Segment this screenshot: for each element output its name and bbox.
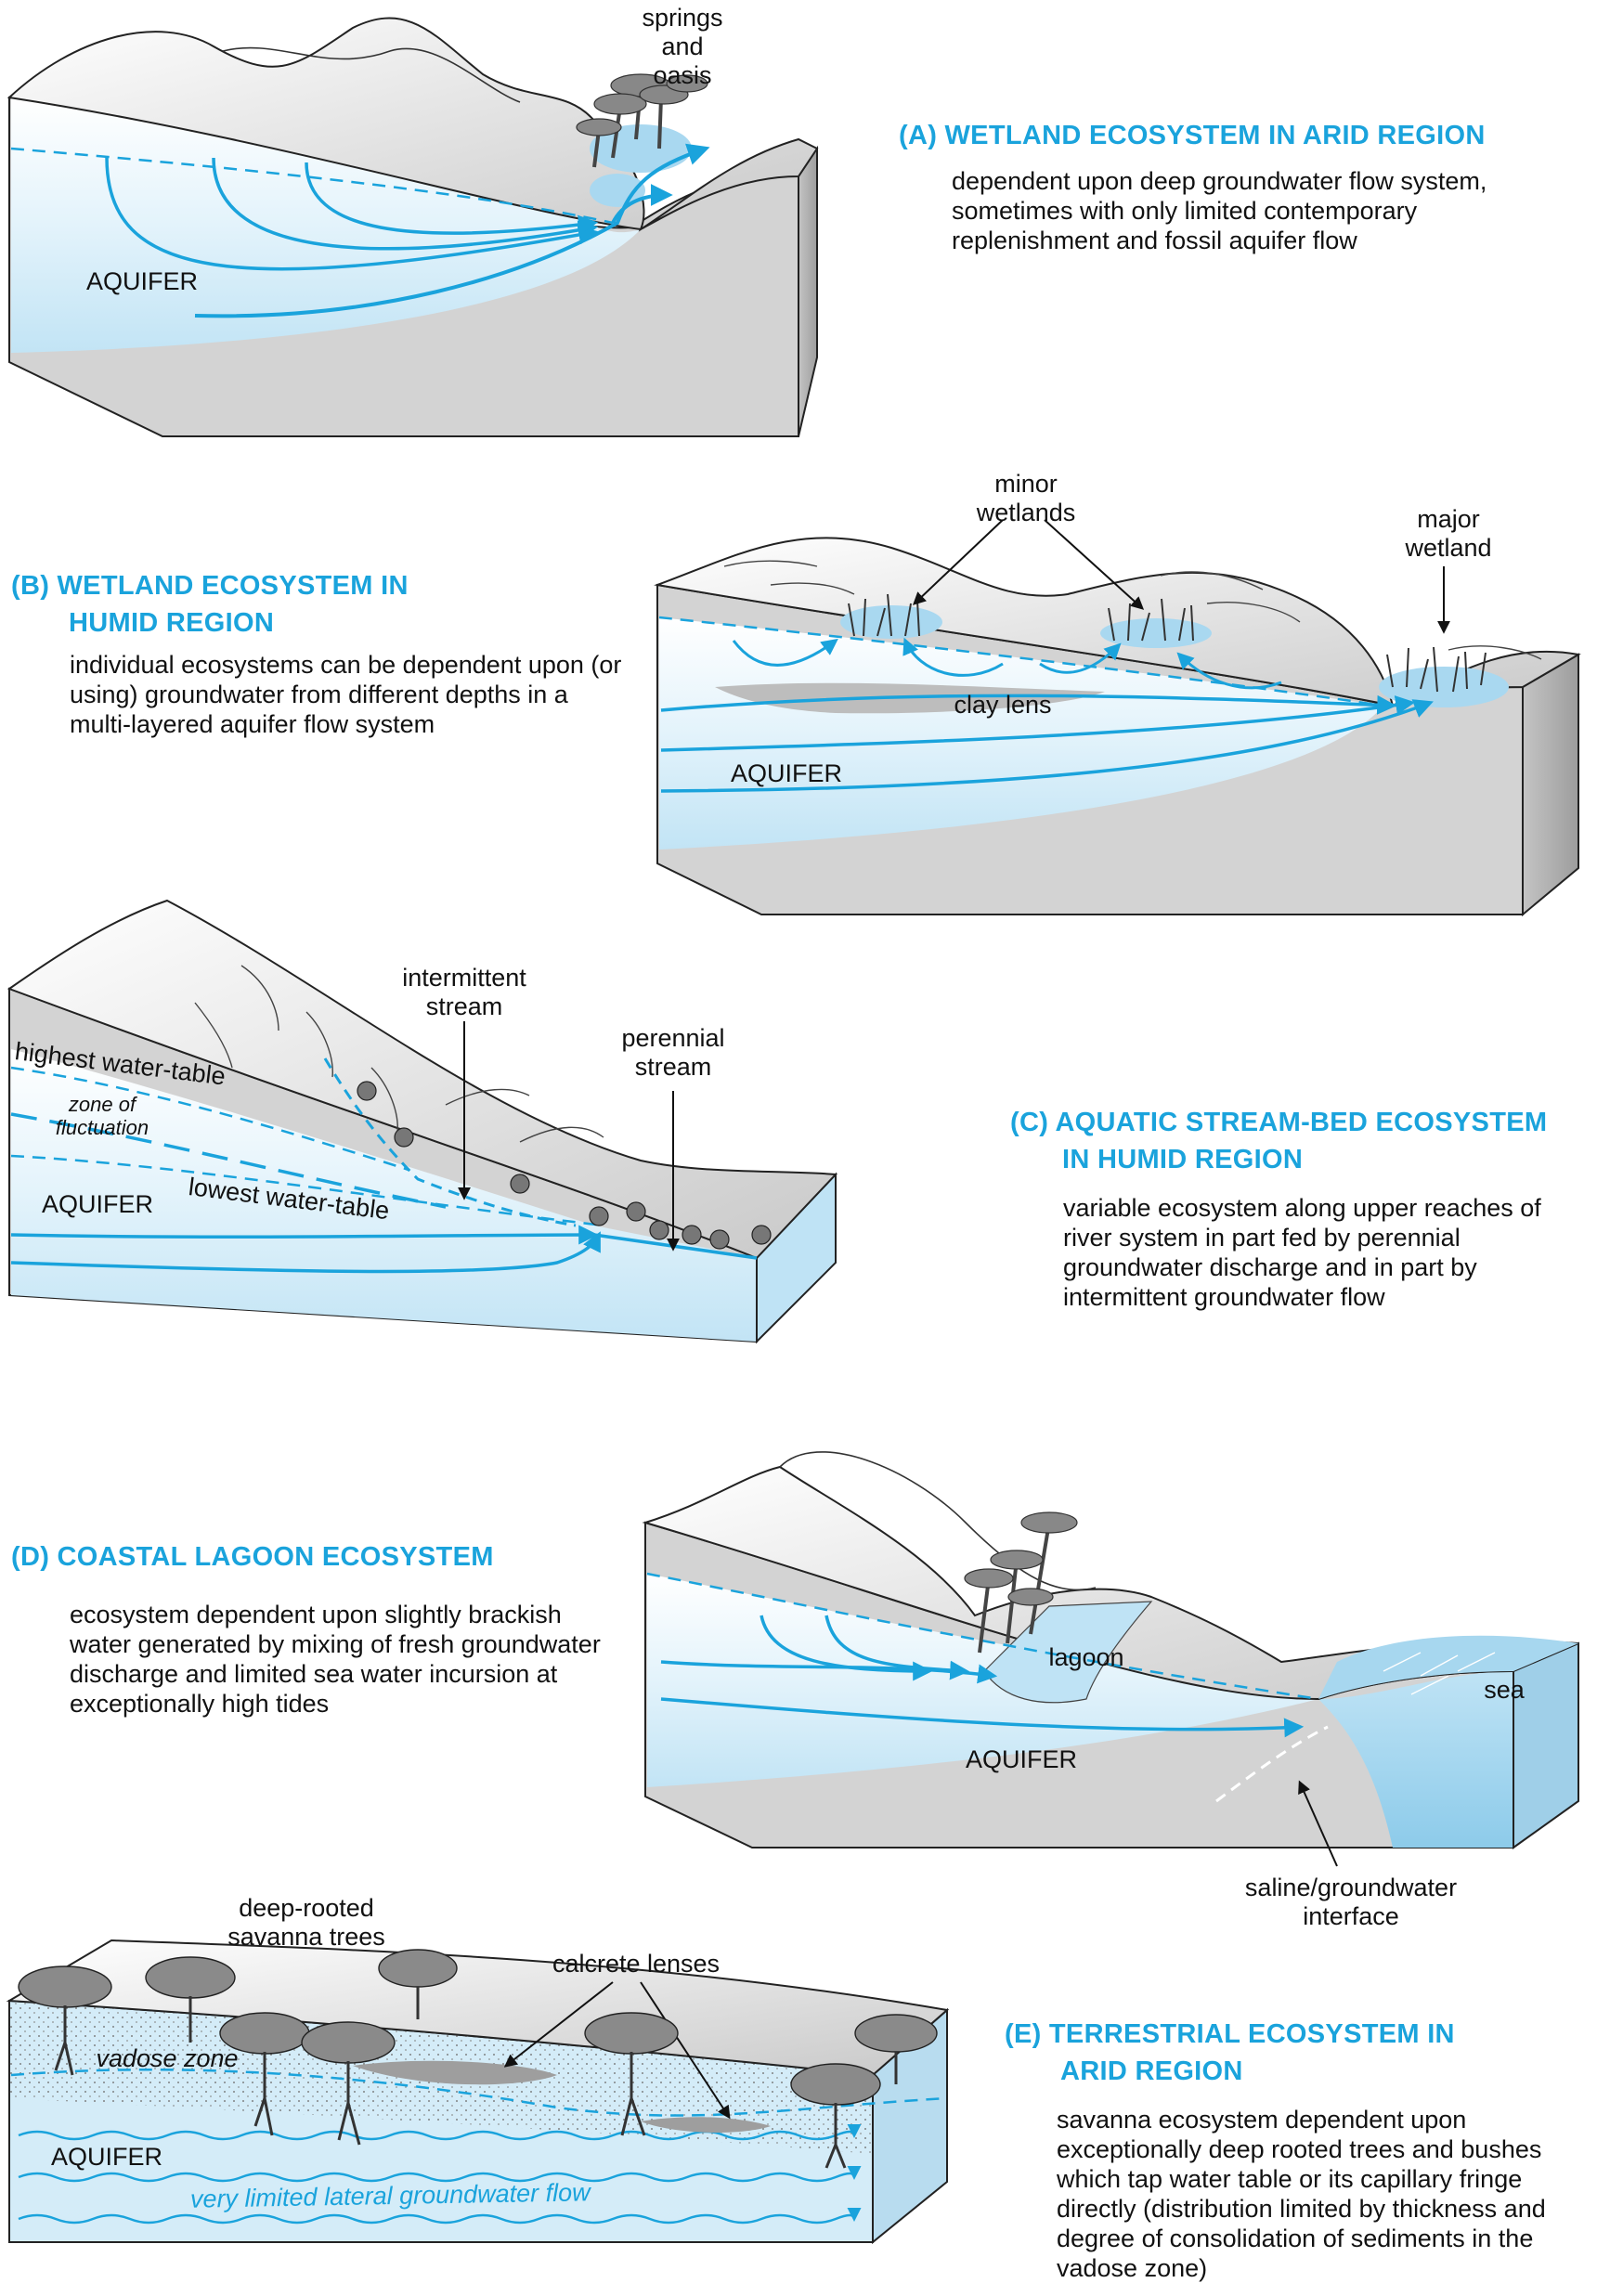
panel-e-diagram — [6, 1939, 950, 2245]
label-zone-of-fluctuation: zone of fluctuation — [55, 1093, 149, 1139]
label-minor-wetlands: minor wetlands — [976, 470, 1076, 526]
heading-c-line1: (C) AQUATIC STREAM-BED ECOSYSTEM — [1010, 1108, 1548, 1137]
description-a: dependent upon deep groundwater flow sys… — [952, 167, 1487, 254]
heading-b-line2: HUMID REGION — [69, 608, 275, 638]
label-aquifer-b: AQUIFER — [731, 759, 843, 787]
savanna-trees — [18, 1949, 938, 2169]
heading-c: (C) AQUATIC STREAM-BED ECOSYSTEM IN HUMI… — [1010, 1104, 1547, 1178]
label-perennial-stream: perennial stream — [621, 1024, 725, 1081]
label-major-wetland: major wetland — [1405, 505, 1492, 562]
panel-b-diagram — [654, 519, 1581, 917]
label-aquifer-c: AQUIFER — [42, 1190, 154, 1218]
description-b: individual ecosystems can be dependent u… — [70, 651, 622, 738]
label-springs: springs — [642, 4, 723, 32]
panel-c-diagram — [6, 899, 838, 1344]
heading-e-line2: ARID REGION — [1060, 2056, 1243, 2086]
heading-d: (D) COASTAL LAGOON ECOSYSTEM — [11, 1542, 494, 1572]
label-sea: sea — [1484, 1676, 1525, 1704]
label-aquifer-e: AQUIFER — [51, 2143, 163, 2171]
label-clay-lens: clay lens — [954, 691, 1052, 719]
heading-c-line2: IN HUMID REGION — [1062, 1145, 1304, 1174]
label-vadose-zone: vadose zone — [96, 2044, 239, 2072]
label-saline-interface: saline/groundwater interface — [1244, 1874, 1458, 1930]
heading-a: (A) WETLAND ECOSYSTEM IN ARID REGION — [899, 121, 1486, 150]
label-calcrete-lenses: calcrete lenses — [552, 1950, 721, 1978]
heading-b-line1: (B) WETLAND ECOSYSTEM IN — [11, 571, 409, 601]
description-d: ecosystem dependent upon slightly bracki… — [70, 1601, 601, 1718]
heading-b: (B) WETLAND ECOSYSTEM IN HUMID REGION — [11, 567, 409, 642]
panel-a-diagram — [6, 17, 819, 437]
heading-e: (E) TERRESTRIAL ECOSYSTEM IN ARID REGION — [1005, 2016, 1455, 2090]
panel-d-diagram — [642, 1451, 1579, 1867]
description-c: variable ecosystem along upper reaches o… — [1063, 1194, 1541, 1311]
description-e: savanna ecosystem dependent upon excepti… — [1057, 2106, 1546, 2282]
heading-e-line1: (E) TERRESTRIAL ECOSYSTEM IN — [1005, 2019, 1455, 2049]
label-deep-rooted-trees: deep-rooted savanna trees — [227, 1894, 385, 1951]
label-aquifer-a: AQUIFER — [86, 267, 199, 295]
label-oasis: and oasis — [653, 32, 712, 89]
label-aquifer-d: AQUIFER — [966, 1745, 1078, 1773]
label-lagoon: lagoon — [1048, 1643, 1124, 1671]
label-intermittent-stream: intermittent stream — [402, 964, 526, 1020]
